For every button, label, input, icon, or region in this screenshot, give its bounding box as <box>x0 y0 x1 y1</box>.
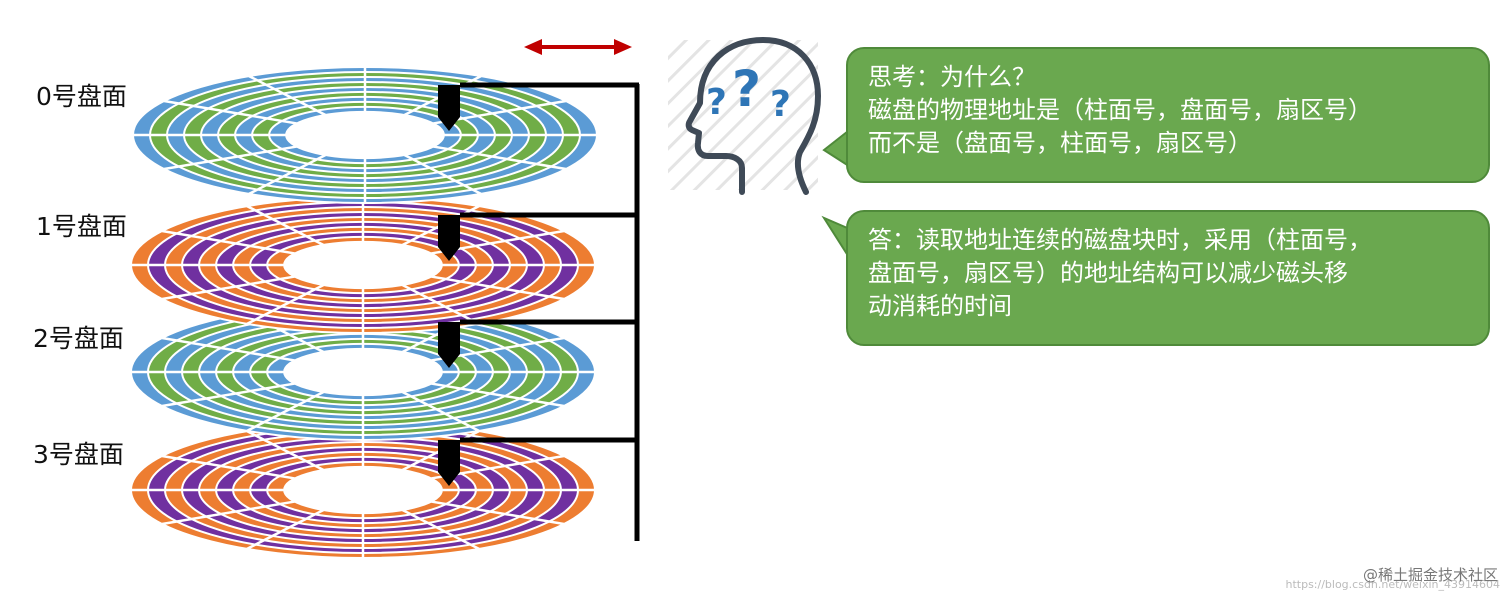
svg-text:?: ? <box>732 60 761 118</box>
answer-line-1: 答：读取地址连续的磁盘块时，采用（柱面号， <box>868 226 1372 254</box>
answer-bubble: 答：读取地址连续的磁盘块时，采用（柱面号， 盘面号，扇区号）的地址结构可以减少磁… <box>846 210 1490 346</box>
answer-line-2: 盘面号，扇区号）的地址结构可以减少磁头移 <box>868 259 1348 287</box>
question-line-1: 思考：为什么？ <box>868 63 1036 91</box>
head-with-question-marks-icon: ? ? ? <box>668 37 821 195</box>
svg-text:?: ? <box>770 84 791 125</box>
platter-0 <box>132 66 598 204</box>
read-write-head-3 <box>438 437 639 486</box>
read-write-head-0 <box>438 82 639 131</box>
platter-label-2: 2号盘面 <box>33 324 124 353</box>
question-line-3: 而不是（盘面号，柱面号，扇区号） <box>868 129 1252 157</box>
watermark: @稀土掘金技术社区 <box>1362 566 1498 584</box>
platter-1 <box>130 196 596 334</box>
question-bubble: 思考：为什么？ 磁盘的物理地址是（柱面号，盘面号，扇区号） 而不是（盘面号，柱面… <box>846 47 1490 183</box>
watermark-url: https://blog.csdn.net/weixin_43914604 <box>1285 578 1500 591</box>
platter-stack <box>130 66 598 559</box>
actuator-arm <box>438 82 640 541</box>
platter-2 <box>130 303 596 441</box>
question-line-2: 磁盘的物理地址是（柱面号，盘面号，扇区号） <box>868 96 1372 124</box>
double-headed-arrow-icon <box>524 39 632 55</box>
answer-line-3: 动消耗的时间 <box>868 292 1012 320</box>
platter-label-0: 0号盘面 <box>36 82 127 111</box>
platter-label-1: 1号盘面 <box>36 212 127 241</box>
read-write-head-2 <box>438 319 639 368</box>
svg-text:?: ? <box>706 82 727 123</box>
platter-label-3: 3号盘面 <box>33 440 124 469</box>
read-write-head-1 <box>438 212 639 261</box>
